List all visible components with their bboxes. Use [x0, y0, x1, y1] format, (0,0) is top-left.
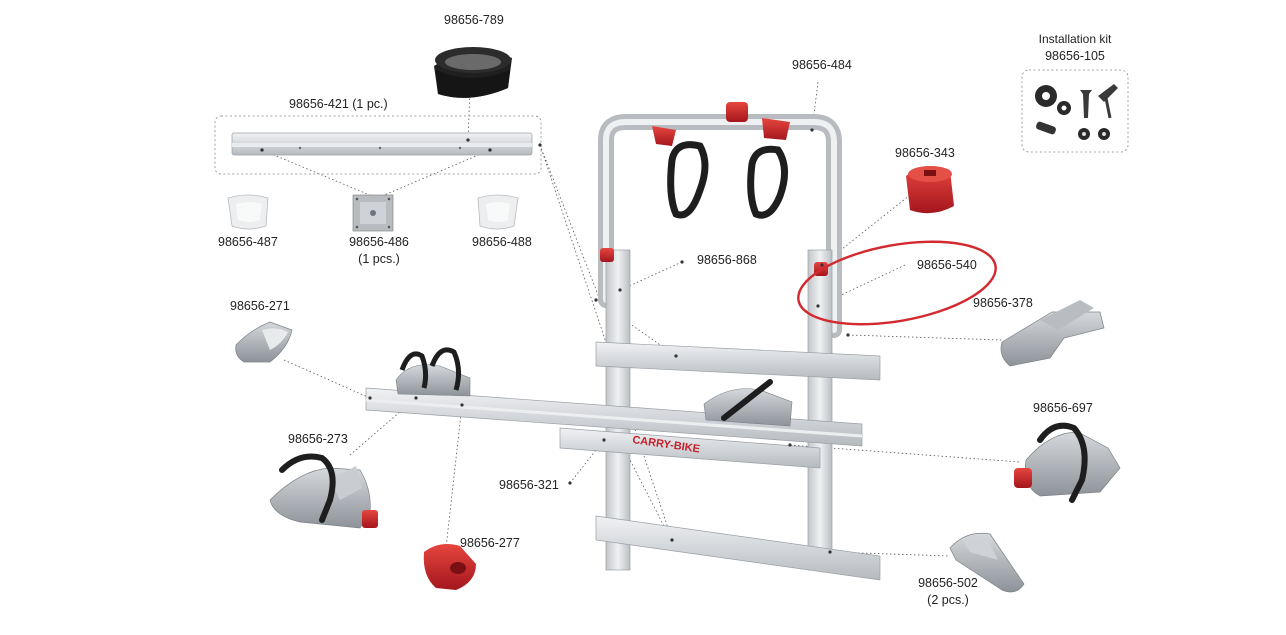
label-98656-271: 98656-271 [230, 299, 290, 313]
label-98656-488: 98656-488 [472, 235, 532, 249]
part-98656-789-rubber-ring [434, 47, 512, 98]
label-98656-487: 98656-487 [218, 235, 278, 249]
part-98656-486-plate [352, 194, 394, 232]
label-98656-502-quantity: (2 pcs.) [927, 593, 969, 607]
screw-icon [1080, 90, 1092, 118]
part-98656-273-wheel-cradle-with-strap [269, 453, 378, 529]
label-98656-502: 98656-502 [918, 576, 978, 590]
part-98656-421-bounding-box [214, 115, 542, 175]
label-98656-868: 98656-868 [697, 253, 757, 267]
part-98656-488-end-cap [477, 194, 519, 230]
label-98656-484: 98656-484 [792, 58, 852, 72]
installation-kit-box [1021, 69, 1129, 153]
part-98656-540-highlight-ring [797, 240, 997, 326]
screw-icon [1098, 84, 1118, 102]
label-98656-697: 98656-697 [1033, 401, 1093, 415]
label-98656-421: 98656-421 (1 pc.) [289, 97, 388, 111]
installation-kit-parts [1035, 84, 1118, 140]
bike-carrier-assembly: CARRY-BIKE [365, 102, 881, 581]
leader-dots [260, 128, 850, 554]
label-98656-321: 98656-321 [499, 478, 559, 492]
part-98656-421-wall-rail [231, 132, 533, 156]
label-98656-540: 98656-540 [917, 258, 977, 272]
part-98656-502-end-clip [949, 532, 1025, 593]
label-98656-378: 98656-378 [973, 296, 1033, 310]
label-98656-789: 98656-789 [444, 13, 504, 27]
label-98656-486-quantity: (1 pcs.) [358, 252, 400, 266]
installation-kit-title: Installation kit [1038, 32, 1112, 46]
part-98656-343-red-block [906, 166, 954, 214]
part-98656-697-wheel-cradle-with-strap [1014, 422, 1121, 503]
chain-link-icon [1036, 121, 1056, 135]
label-98656-277: 98656-277 [460, 536, 520, 550]
part-98656-378-support-hook [1000, 300, 1105, 367]
part-98656-487-end-cap [227, 194, 269, 230]
label-98656-486: 98656-486 [349, 235, 409, 249]
label-98656-273: 98656-273 [288, 432, 348, 446]
installation-kit-part-number: 98656-105 [1045, 49, 1105, 63]
label-98656-343: 98656-343 [895, 146, 955, 160]
part-98656-271-wheel-holder [235, 321, 293, 363]
part-98656-277-red-knob [423, 544, 476, 590]
